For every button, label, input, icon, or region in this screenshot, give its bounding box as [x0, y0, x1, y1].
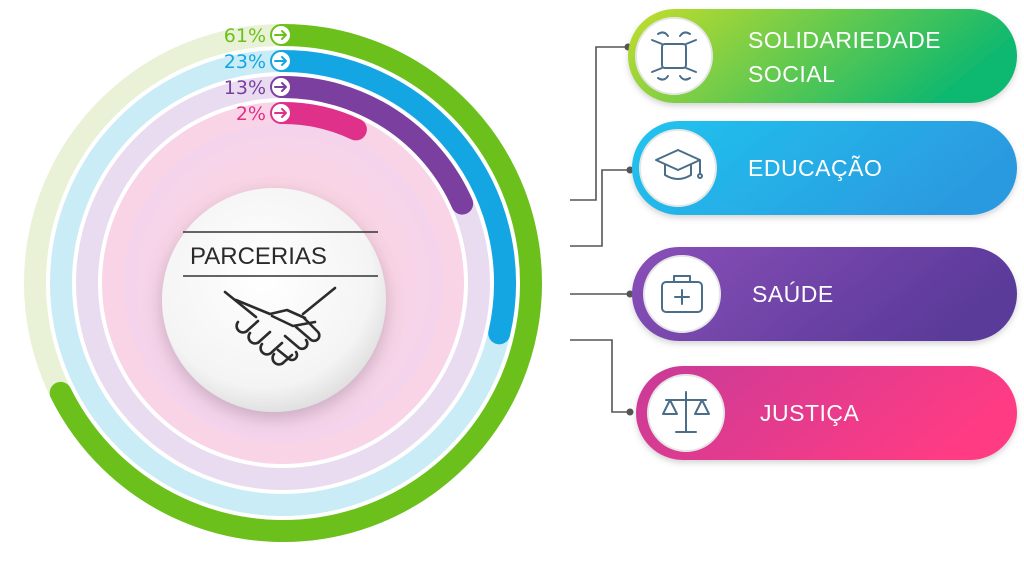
- value-label-educacao: 23%: [224, 50, 292, 73]
- legend-item-justica: JUSTIÇA: [636, 366, 1017, 460]
- category-legend: SOLIDARIEDADE SOCIAL EDUCAÇÃO SAÚ: [628, 9, 1017, 460]
- medical-kit-icon: [661, 275, 703, 313]
- legend-item-solidariedade-social: SOLIDARIEDADE SOCIAL: [628, 9, 1017, 103]
- legend-label-solidariedade-line2: SOCIAL: [748, 61, 835, 87]
- connector-solidariedade: [570, 46, 628, 201]
- value-label-justica: 2%: [236, 102, 292, 125]
- center-title: PARCERIAS: [190, 243, 327, 270]
- arrow-right-icon: [274, 82, 287, 92]
- legend-item-saude: SAÚDE: [632, 247, 1017, 341]
- ring-bar-solidariedade-social: [49, 24, 542, 542]
- legend-label-solidariedade-line1: SOLIDARIEDADE: [748, 27, 941, 53]
- graduation-cap-icon: [655, 149, 703, 180]
- legend-label-saude: SAÚDE: [752, 281, 834, 307]
- center-disc: [162, 188, 386, 412]
- value-label-text: 23%: [224, 51, 266, 73]
- ring-bar-saude: [272, 76, 474, 215]
- center-badge: PARCERIAS: [162, 188, 386, 412]
- ring-bar-educacao: [272, 50, 516, 345]
- connector-educacao: [570, 169, 630, 247]
- legend-item-educacao: EDUCAÇÃO: [632, 121, 1017, 215]
- legend-label-justica: JUSTIÇA: [760, 400, 860, 426]
- value-label-text: 61%: [224, 25, 266, 47]
- connector-lines: [570, 43, 634, 416]
- connector-justica: [570, 339, 630, 413]
- value-label-text: 2%: [236, 103, 266, 125]
- arrow-right-icon: [274, 108, 287, 118]
- value-label-solidariedade-social: 61%: [224, 24, 292, 47]
- value-label-text: 13%: [224, 77, 266, 99]
- handshake-icon: [223, 286, 337, 366]
- value-label-saude: 13%: [224, 76, 292, 99]
- arrow-right-icon: [274, 30, 287, 40]
- legend-label-educacao: EDUCAÇÃO: [748, 155, 882, 181]
- arrow-right-icon: [274, 56, 287, 66]
- scales-of-justice-icon: [662, 391, 710, 433]
- linked-hands-icon: [651, 31, 697, 81]
